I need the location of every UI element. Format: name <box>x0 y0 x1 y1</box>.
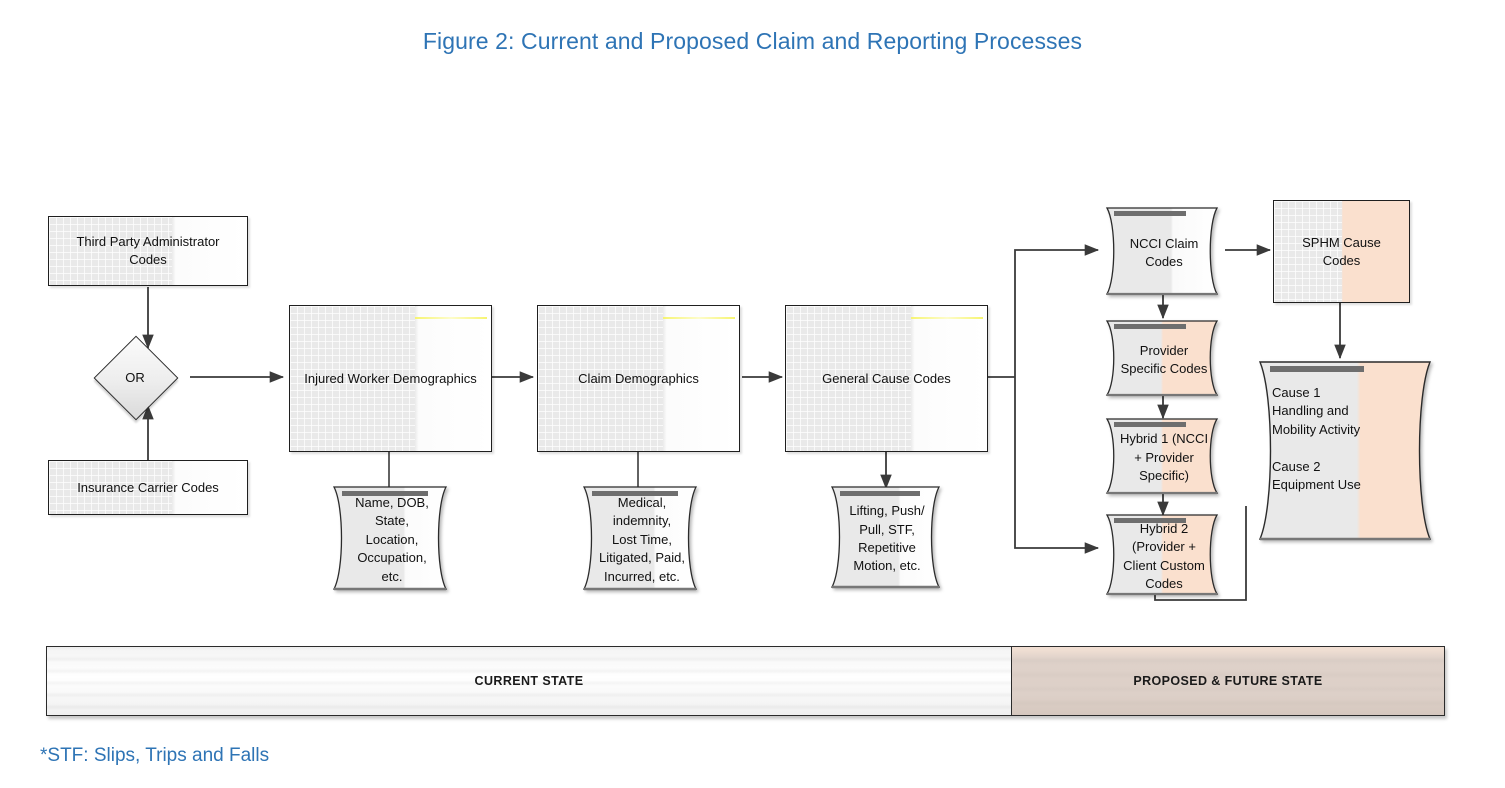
node-label: Medical, indemnity, Lost Time, Litigated… <box>598 494 685 584</box>
edge-general-to-hybrid2 <box>1014 377 1100 554</box>
state-banner: CURRENT STATE PROPOSED & FUTURE STATE <box>46 646 1445 716</box>
highlight-strip <box>910 317 983 319</box>
document-shape <box>830 486 941 589</box>
node-or-gate[interactable]: OR <box>93 335 179 421</box>
edge-general-to-ncci <box>1014 244 1100 377</box>
node-label: Claim Demographics <box>578 370 699 386</box>
document-shape <box>1105 514 1219 596</box>
node-label: Hybrid 2 (Provider + Client Custom Codes <box>1123 520 1205 591</box>
document-shape <box>1105 320 1219 397</box>
node-label: Provider Specific Codes <box>1120 342 1208 376</box>
node-label: Injured Worker Demographics <box>304 370 477 386</box>
node-claim-details-document[interactable]: Medical, indemnity, Lost Time, Litigated… <box>574 484 710 592</box>
banner-current-state: CURRENT STATE <box>47 647 1012 715</box>
node-label: OR <box>125 369 145 385</box>
node-ncci-claim-codes[interactable]: NCCI Claim Codes <box>1098 205 1230 297</box>
node-general-cause-codes[interactable]: General Cause Codes <box>785 305 988 452</box>
node-label: Hybrid 1 (NCCI + Provider Specific) <box>1119 431 1209 484</box>
node-label: Cause 1 Handling and Mobility Activity C… <box>1272 385 1361 493</box>
node-provider-specific-codes[interactable]: Provider Specific Codes <box>1098 318 1230 398</box>
node-hybrid-1[interactable]: Hybrid 1 (NCCI + Provider Specific) <box>1098 416 1230 496</box>
node-sphm-cause-codes[interactable]: SPHM Cause Codes <box>1273 200 1410 303</box>
banner-future-state: PROPOSED & FUTURE STATE <box>1012 647 1444 715</box>
node-label: Insurance Carrier Codes <box>77 479 219 495</box>
node-label: SPHM Cause Codes <box>1302 234 1381 268</box>
node-worker-details-document[interactable]: Name, DOB, State, Location, Occupation, … <box>324 484 460 592</box>
banner-future-label: PROPOSED & FUTURE STATE <box>1133 674 1323 688</box>
node-cause-list-document[interactable]: Cause 1 Handling and Mobility Activity C… <box>1248 358 1448 543</box>
node-label: General Cause Codes <box>822 370 951 386</box>
node-cause-details-document[interactable]: Lifting, Push/ Pull, STF, Repetitive Mot… <box>822 484 952 590</box>
document-shape <box>1105 207 1219 296</box>
node-third-party-administrator-codes[interactable]: Third Party Administrator Codes <box>48 216 248 286</box>
highlight-strip <box>662 317 735 319</box>
document-shape <box>1258 361 1432 541</box>
node-label: Name, DOB, State, Location, Occupation, … <box>355 494 429 584</box>
document-shape <box>1105 418 1219 495</box>
node-insurance-carrier-codes[interactable]: Insurance Carrier Codes <box>48 460 248 515</box>
node-claim-demographics[interactable]: Claim Demographics <box>537 305 740 452</box>
banner-current-label: CURRENT STATE <box>474 674 584 688</box>
document-shape <box>332 486 448 591</box>
node-hybrid-2[interactable]: Hybrid 2 (Provider + Client Custom Codes <box>1098 512 1230 597</box>
footnote: *STF: Slips, Trips and Falls <box>40 745 270 766</box>
page-title: Figure 2: Current and Proposed Claim and… <box>422 28 1083 54</box>
node-injured-worker-demographics[interactable]: Injured Worker Demographics <box>289 305 492 452</box>
document-shape <box>582 486 698 591</box>
highlight-strip <box>414 317 487 319</box>
node-label: Third Party Administrator Codes <box>76 234 220 267</box>
node-label: Lifting, Push/ Pull, STF, Repetitive Mot… <box>849 503 925 574</box>
node-label: NCCI Claim Codes <box>1129 235 1199 269</box>
